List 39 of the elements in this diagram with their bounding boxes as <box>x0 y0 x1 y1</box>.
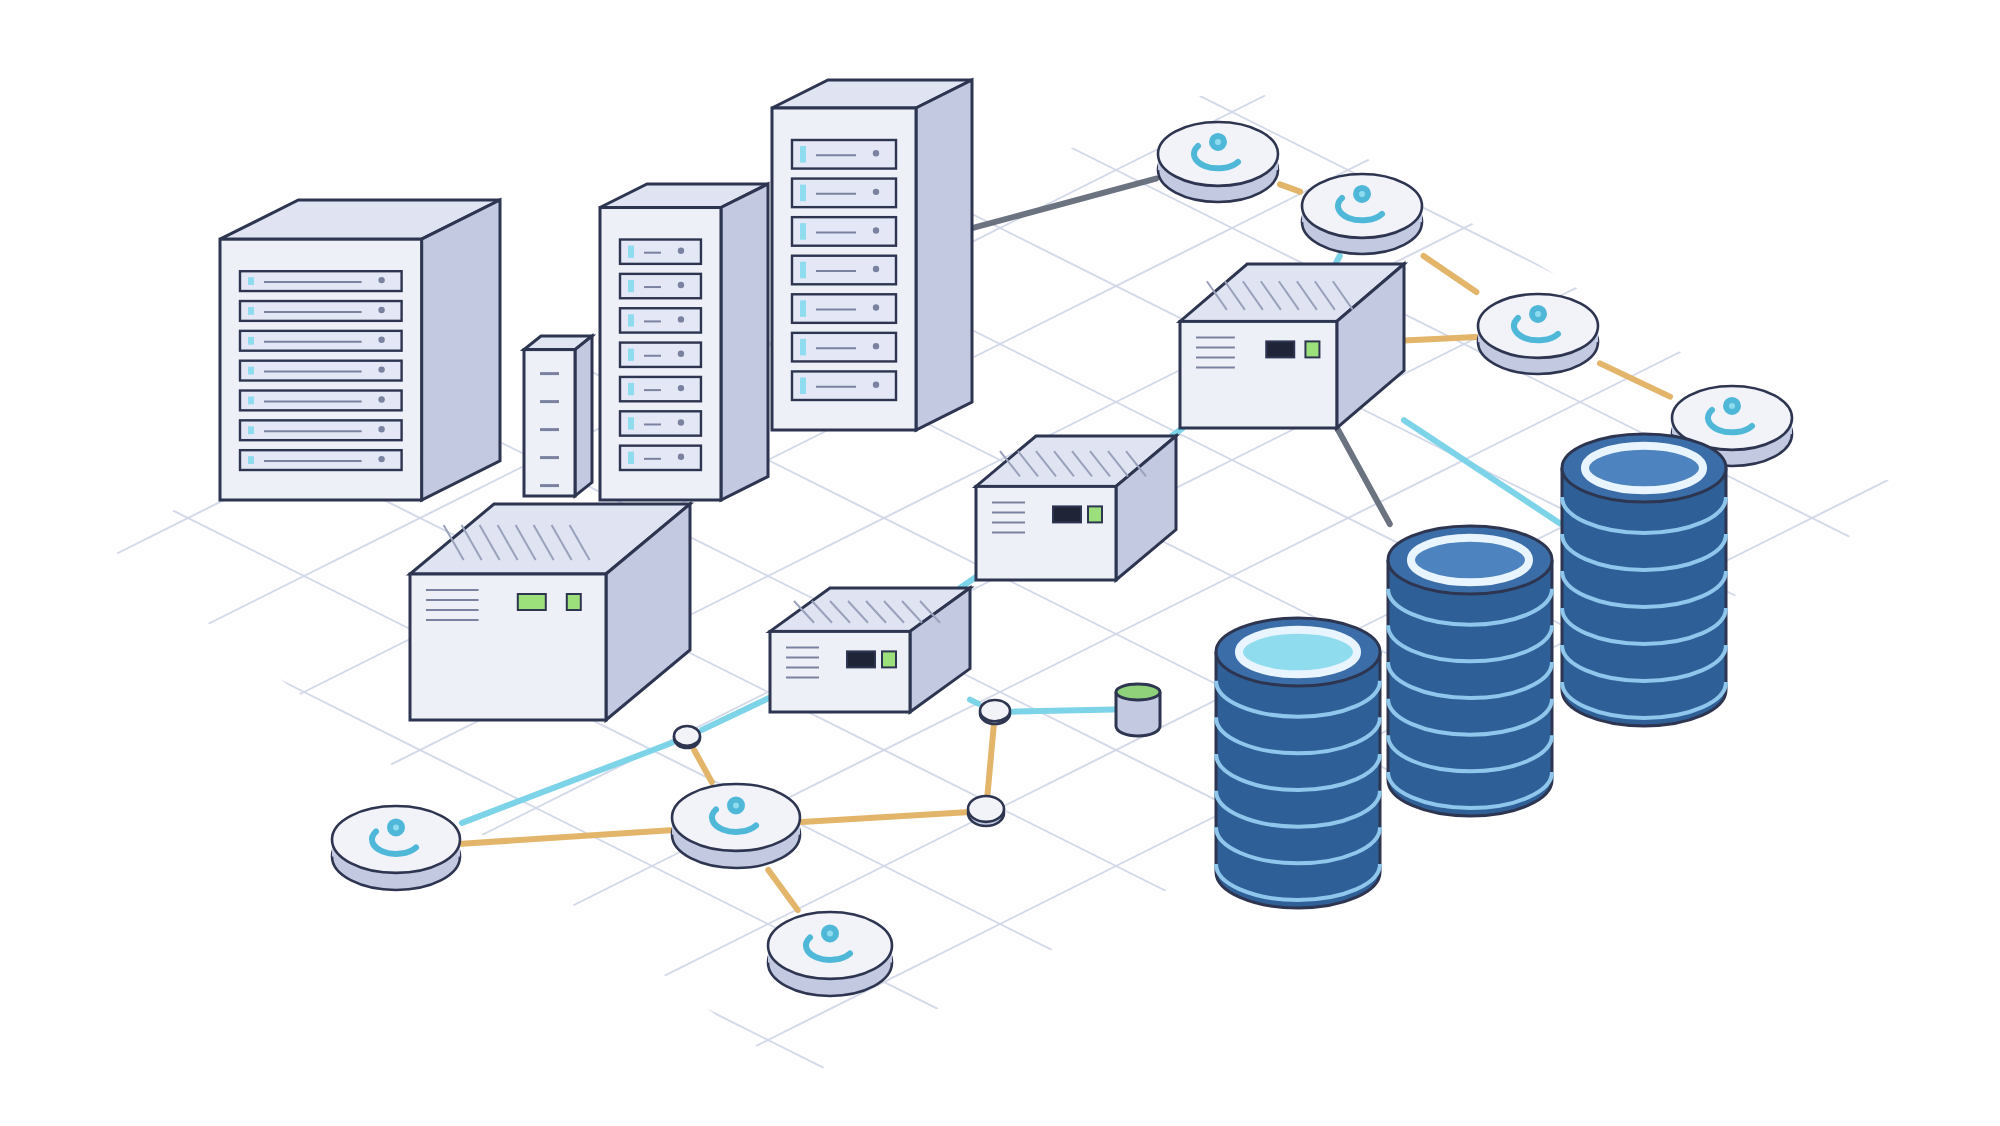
cable <box>984 723 997 797</box>
network-node-drawing <box>1476 292 1600 376</box>
server-rack-drawing <box>772 80 972 430</box>
cable <box>1277 181 1303 195</box>
network-node-drawing <box>766 910 894 998</box>
cable <box>459 827 673 847</box>
cable <box>691 747 715 785</box>
network-device-drawing <box>976 436 1176 580</box>
server-rack-drawing <box>220 200 500 500</box>
cable <box>969 175 1159 232</box>
cable-joint <box>978 698 1012 726</box>
server-unit-drawing <box>410 504 690 720</box>
cable <box>459 739 675 826</box>
cable <box>1332 253 1343 267</box>
small-cylinder <box>1114 682 1162 736</box>
network-device-drawing <box>770 588 970 712</box>
database-cylinder <box>1214 616 1382 908</box>
network-node-drawing <box>1156 120 1280 204</box>
cable-joint <box>966 794 1006 828</box>
cable <box>1401 417 1563 527</box>
cable-joint <box>672 724 702 750</box>
cable <box>1401 334 1479 344</box>
screen-panel-drawing <box>524 336 592 496</box>
cable <box>699 694 773 733</box>
cable <box>1334 425 1393 527</box>
network-device-drawing <box>1180 264 1404 428</box>
cable <box>1009 706 1117 715</box>
cable <box>956 573 979 591</box>
cable <box>1420 253 1480 295</box>
database-cylinder <box>1386 524 1554 816</box>
cable <box>765 867 801 913</box>
cable <box>1597 360 1673 400</box>
server-rack-drawing <box>600 184 768 500</box>
cable <box>799 809 969 826</box>
network-node-drawing <box>1300 172 1424 256</box>
database-cylinder <box>1560 432 1728 726</box>
cable <box>967 696 981 707</box>
network-node-drawing <box>670 782 802 870</box>
network-node-drawing <box>330 804 462 892</box>
